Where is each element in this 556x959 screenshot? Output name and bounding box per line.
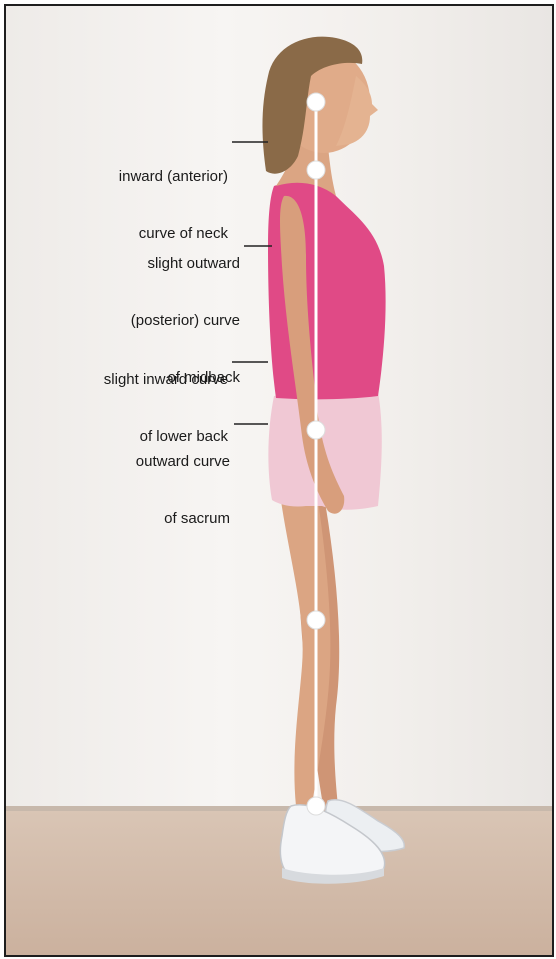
shoulder-marker [307,161,325,179]
woman-side-view-illustration [6,6,552,955]
label-lowerback-line1: slight inward curve [104,370,228,389]
label-sacrum-curve: outward curve of sacrum [136,414,230,566]
label-neck-line1: inward (anterior) [119,167,228,186]
label-sacrum-line2: of sacrum [136,509,230,528]
label-midback-line1: slight outward [131,254,240,273]
label-sacrum-line1: outward curve [136,452,230,471]
posture-figure: inward (anterior) curve of neck slight o… [4,4,554,957]
ankle-marker [307,797,325,815]
hip-marker [307,421,325,439]
knee-marker [307,611,325,629]
ear-marker [307,93,325,111]
label-midback-line2: (posterior) curve [131,311,240,330]
